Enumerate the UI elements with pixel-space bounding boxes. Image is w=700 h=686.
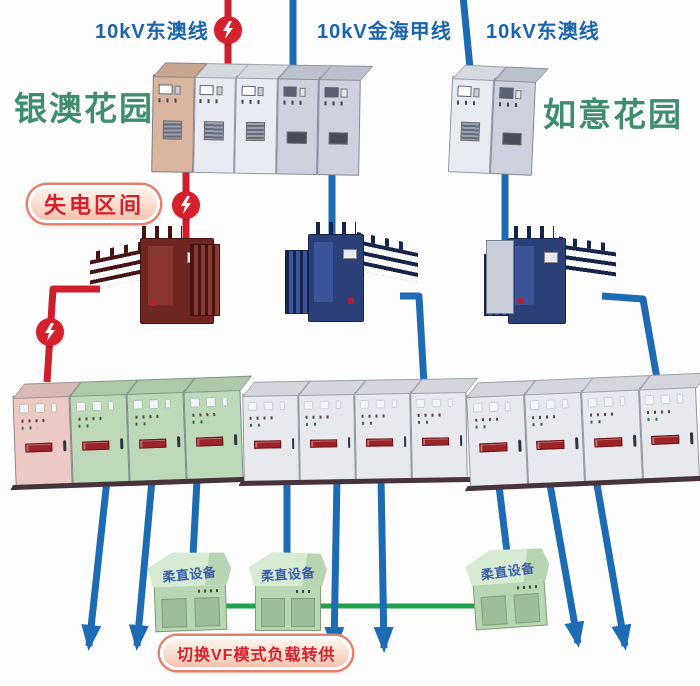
fault-lightning-icon <box>172 191 200 219</box>
garden-label-right: 如意花园 <box>543 96 683 133</box>
switchgear-cabinet <box>489 78 537 176</box>
lv-cabinet <box>298 392 356 481</box>
flex-dc-box-3: 柔直设备 <box>464 546 553 631</box>
switchgear-cabinet <box>447 76 495 174</box>
indicator-dots <box>517 585 538 590</box>
flex-dc-body <box>255 586 321 631</box>
flex-dc-body <box>153 584 228 633</box>
lv-cabinet-row-right <box>466 385 700 487</box>
line-lv-to-flex-dc-1 <box>189 479 201 557</box>
vf-mode-badge: 切换VF模式负载转供 <box>160 636 353 670</box>
flex-dc-roof: 柔直设备 <box>147 551 232 588</box>
load-output-arrow <box>128 479 156 651</box>
switchgear-cabinet <box>317 77 361 176</box>
lv-cabinet <box>126 390 187 482</box>
outage-zone-label: 失电区间 <box>43 193 144 218</box>
lv-cabinet-deenergized <box>12 394 73 486</box>
switchgear-row-yinao <box>151 74 361 176</box>
lv-cabinet <box>466 392 528 487</box>
indicator-dots <box>295 590 314 593</box>
switchgear-cabinet <box>192 74 237 174</box>
fault-lightning-icon <box>36 318 64 346</box>
load-output-arrow <box>373 476 394 653</box>
vf-mode-label: 切换VF模式负载转供 <box>177 647 336 664</box>
lv-cabinet-row-middle <box>242 390 468 482</box>
flex-dc-box-2: 柔直设备 <box>249 552 327 631</box>
load-output-arrow <box>592 478 632 651</box>
flex-dc-roof: 柔直设备 <box>249 552 327 586</box>
feeder-label-right: 10kV东澳线 <box>486 21 600 43</box>
switchgear-cabinet-deenergized <box>151 74 195 173</box>
lv-cabinet <box>580 387 643 482</box>
line-transformer-left-to-lv <box>43 285 100 383</box>
outage-zone-badge: 失电区间 <box>28 185 160 223</box>
lv-cabinet <box>523 390 586 485</box>
lv-cabinet <box>242 392 300 482</box>
lv-cabinet <box>410 390 468 480</box>
load-output-arrow <box>545 478 585 648</box>
flex-dc-box-1: 柔直设备 <box>147 551 234 633</box>
load-output-arrow <box>81 479 111 651</box>
feeder-label-middle: 10kV金海甲线 <box>317 21 452 43</box>
line-transformer-right-to-lv <box>601 292 662 385</box>
flex-dc-label: 柔直设备 <box>260 565 316 584</box>
lv-cabinet <box>69 392 130 484</box>
switchgear-cabinet <box>234 75 278 175</box>
feeder-label-left: 10kV东澳线 <box>95 21 209 43</box>
line-lv-to-flex-dc-3 <box>494 477 511 553</box>
switchgear-cabinet <box>275 76 320 176</box>
indicator-dots <box>198 589 219 593</box>
lv-cabinet <box>183 388 244 480</box>
load-output-arrow <box>324 476 345 653</box>
switchgear-row-ruyi <box>447 76 537 176</box>
lv-cabinet <box>638 385 700 480</box>
garden-label-left: 银澳花园 <box>14 90 154 127</box>
lv-cabinet-row-left <box>12 388 244 486</box>
lv-cabinet <box>354 391 412 480</box>
fault-lightning-icon <box>214 16 242 44</box>
feeder-line-right <box>459 0 474 69</box>
line-transformer-middle-to-lv <box>400 292 428 385</box>
flex-dc-body <box>472 580 548 631</box>
